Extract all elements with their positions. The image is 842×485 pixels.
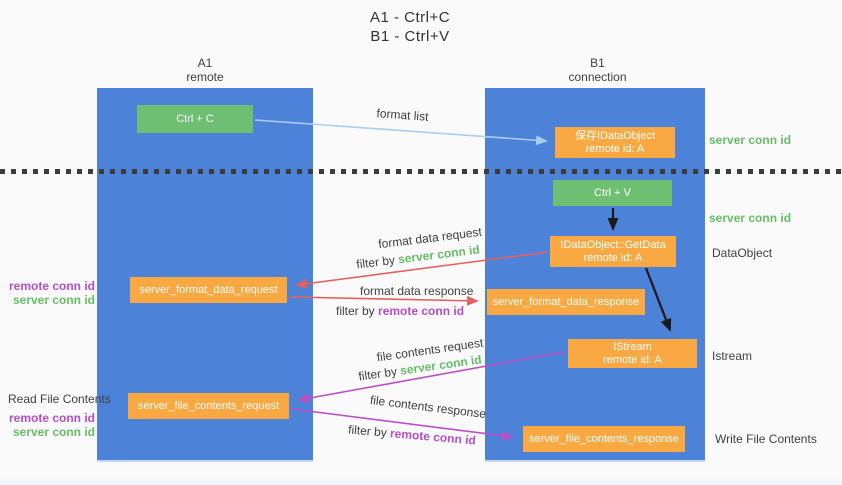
label-read-file-contents: Read File Contents <box>8 392 111 406</box>
filter-key-remote-conn-id: remote conn id <box>389 426 477 448</box>
node-ctrl-c-label: Ctrl + C <box>176 112 214 125</box>
label-server-conn-id-right-top: server conn id <box>709 133 792 147</box>
node-idataobject-getdata: IDataObject::GetData remote id: A <box>550 236 676 267</box>
label-format-data-response: format data response <box>360 284 474 298</box>
column-header-a1: A1 remote <box>150 56 260 84</box>
label-istream: Istream <box>712 349 753 363</box>
filter-by-text: filter by <box>347 422 388 440</box>
label-server-conn-id-right-mid: server conn id <box>709 211 792 225</box>
node-idataobject-getdata-line2: remote id: A <box>583 251 643 264</box>
column-header-b1: B1 connection <box>540 56 655 84</box>
node-istream-line1: IStream <box>613 340 652 353</box>
filter-by-text: filter by <box>336 304 375 318</box>
label-remote-conn-id-left-1: remote conn id <box>8 279 95 293</box>
node-save-dataobject-line1: 保存IDataObject <box>574 129 656 142</box>
title-line-1: A1 - Ctrl+C <box>369 9 451 26</box>
node-server-format-data-request-label: server_format_data_request <box>139 283 278 296</box>
label-filter-format-response: filter by remote conn id <box>336 304 465 318</box>
label-write-file-contents: Write File Contents <box>715 432 817 446</box>
dotted-separator <box>0 169 842 174</box>
node-save-dataobject: 保存IDataObject remote id: A <box>555 127 675 158</box>
node-server-file-contents-request: server_file_contents_request <box>128 393 289 419</box>
node-ctrl-v-label: Ctrl + V <box>594 186 631 199</box>
label-remote-conn-id-left-2: remote conn id <box>8 411 95 425</box>
node-server-format-data-request: server_format_data_request <box>130 277 287 303</box>
label-stack-file: remote conn id server conn id <box>0 411 95 439</box>
node-server-file-contents-response: server_file_contents_response <box>523 426 685 452</box>
node-server-format-data-response: server_format_data_response <box>487 289 645 315</box>
node-server-file-contents-request-label: server_file_contents_request <box>137 399 280 412</box>
node-ctrl-v: Ctrl + V <box>553 180 672 206</box>
filter-by-text: filter by <box>357 364 398 384</box>
column-a1-subtitle: remote <box>186 70 224 84</box>
label-format-list: format list <box>376 106 429 124</box>
label-server-conn-id-left-1: server conn id <box>12 293 95 307</box>
label-dataobject: DataObject <box>712 246 773 260</box>
diagram-title: A1 - Ctrl+C B1 - Ctrl+V <box>320 8 500 46</box>
node-idataobject-getdata-line1: IDataObject::GetData <box>560 238 666 251</box>
filter-key-remote-conn-id: remote conn id <box>378 304 465 318</box>
node-ctrl-c: Ctrl + C <box>137 105 253 133</box>
column-b1-subtitle: connection <box>568 70 627 84</box>
node-istream-line2: remote id: A <box>603 353 662 366</box>
node-server-format-data-response-label: server_format_data_response <box>492 295 640 308</box>
label-stack-format: remote conn id server conn id <box>0 279 95 307</box>
label-file-contents-response: file contents response <box>369 392 487 422</box>
filter-by-text: filter by <box>355 252 396 272</box>
node-save-dataobject-line2: remote id: A <box>585 142 645 155</box>
column-a1-name: A1 <box>197 56 213 70</box>
label-filter-file-response: filter by remote conn id <box>348 422 477 447</box>
node-istream: IStream remote id: A <box>568 339 697 368</box>
title-line-2: B1 - Ctrl+V <box>370 28 450 45</box>
column-b1-name: B1 <box>590 56 605 70</box>
label-server-conn-id-left-2: server conn id <box>12 425 95 439</box>
node-server-file-contents-response-label: server_file_contents_response <box>529 432 679 445</box>
